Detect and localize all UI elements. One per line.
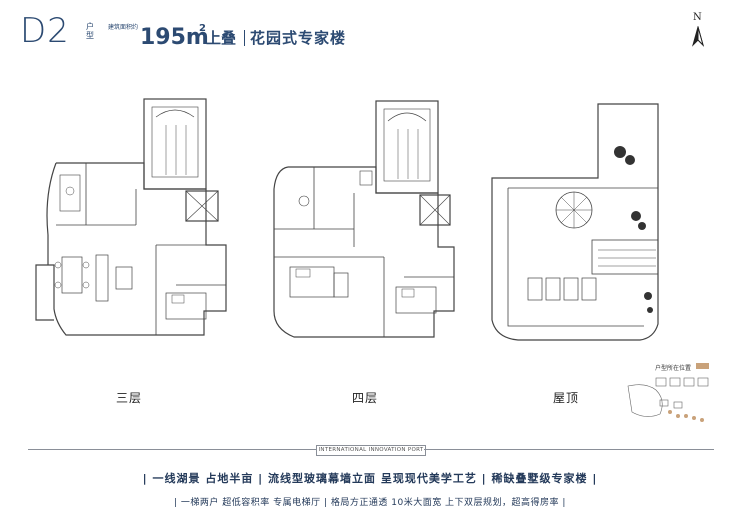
floor-plan-3f (35, 98, 227, 336)
location-map-title: 户型所在位置 (655, 365, 692, 372)
floor-label-roof: 屋顶 (553, 391, 580, 405)
area-value: 195m (140, 25, 209, 50)
divider-left (28, 449, 316, 450)
floor-label-4f: 四层 (352, 391, 379, 405)
floor-label-3f: 三层 (116, 391, 143, 405)
unit-label: 户型 (86, 22, 94, 40)
building-name: 花园式专家楼 (250, 29, 347, 47)
area-unit-superscript: 2 (199, 23, 206, 34)
unit-type: 上叠 (206, 29, 237, 47)
north-label: N (693, 12, 702, 23)
port-badge: INTERNATIONAL INNOVATION PORT (316, 445, 426, 456)
slogan-line-1: | 一线湖景 占地半亩 | 流线型玻璃幕墙立面 呈现现代美学工艺 | 稀缺叠墅级… (142, 472, 598, 485)
slogan-line-2: | 一梯两户 超低容积率 专属电梯厅 | 格局方正通透 10米大面宽 上下双层规… (174, 498, 566, 508)
floor-plan-roof (491, 103, 659, 341)
divider-right (424, 449, 714, 450)
header-separator (244, 30, 245, 46)
area-label: 建筑面积约 (108, 24, 139, 31)
location-map (627, 377, 709, 422)
north-arrow-icon (692, 26, 704, 47)
unit-code: D2 (20, 11, 70, 51)
floor-plan-4f (273, 100, 455, 338)
location-highlight-swatch (696, 363, 709, 369)
